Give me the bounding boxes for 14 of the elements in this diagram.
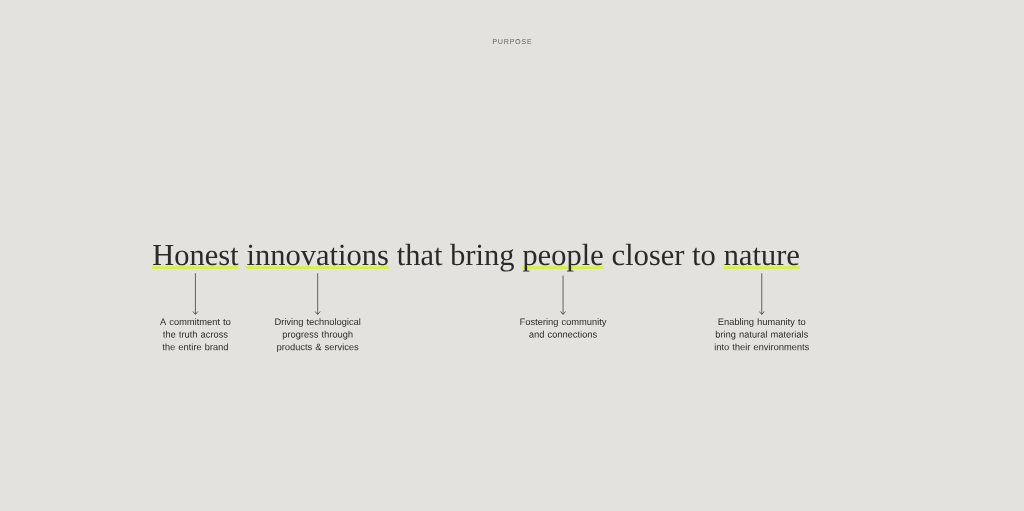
highlighted-word: nature — [723, 247, 800, 269]
arrow — [314, 272, 321, 315]
description-text: A commitment to the truth across the entire brand — [160, 318, 231, 351]
highlighted-word: Honest — [152, 245, 239, 269]
headline-text: closer to — [612, 243, 715, 266]
description-text: Driving technological progress through products & services — [275, 318, 361, 353]
highlighted-word: people — [522, 243, 604, 272]
highlighted-word: innovations — [246, 244, 389, 269]
arrow — [192, 272, 199, 315]
headline-text: that bring — [397, 243, 514, 272]
description-text: Fostering community and connections — [520, 318, 607, 338]
description-text: Enabling humanity to bring natural materials into their environments — [714, 318, 809, 351]
arrow — [560, 275, 566, 315]
arrow — [758, 272, 765, 315]
